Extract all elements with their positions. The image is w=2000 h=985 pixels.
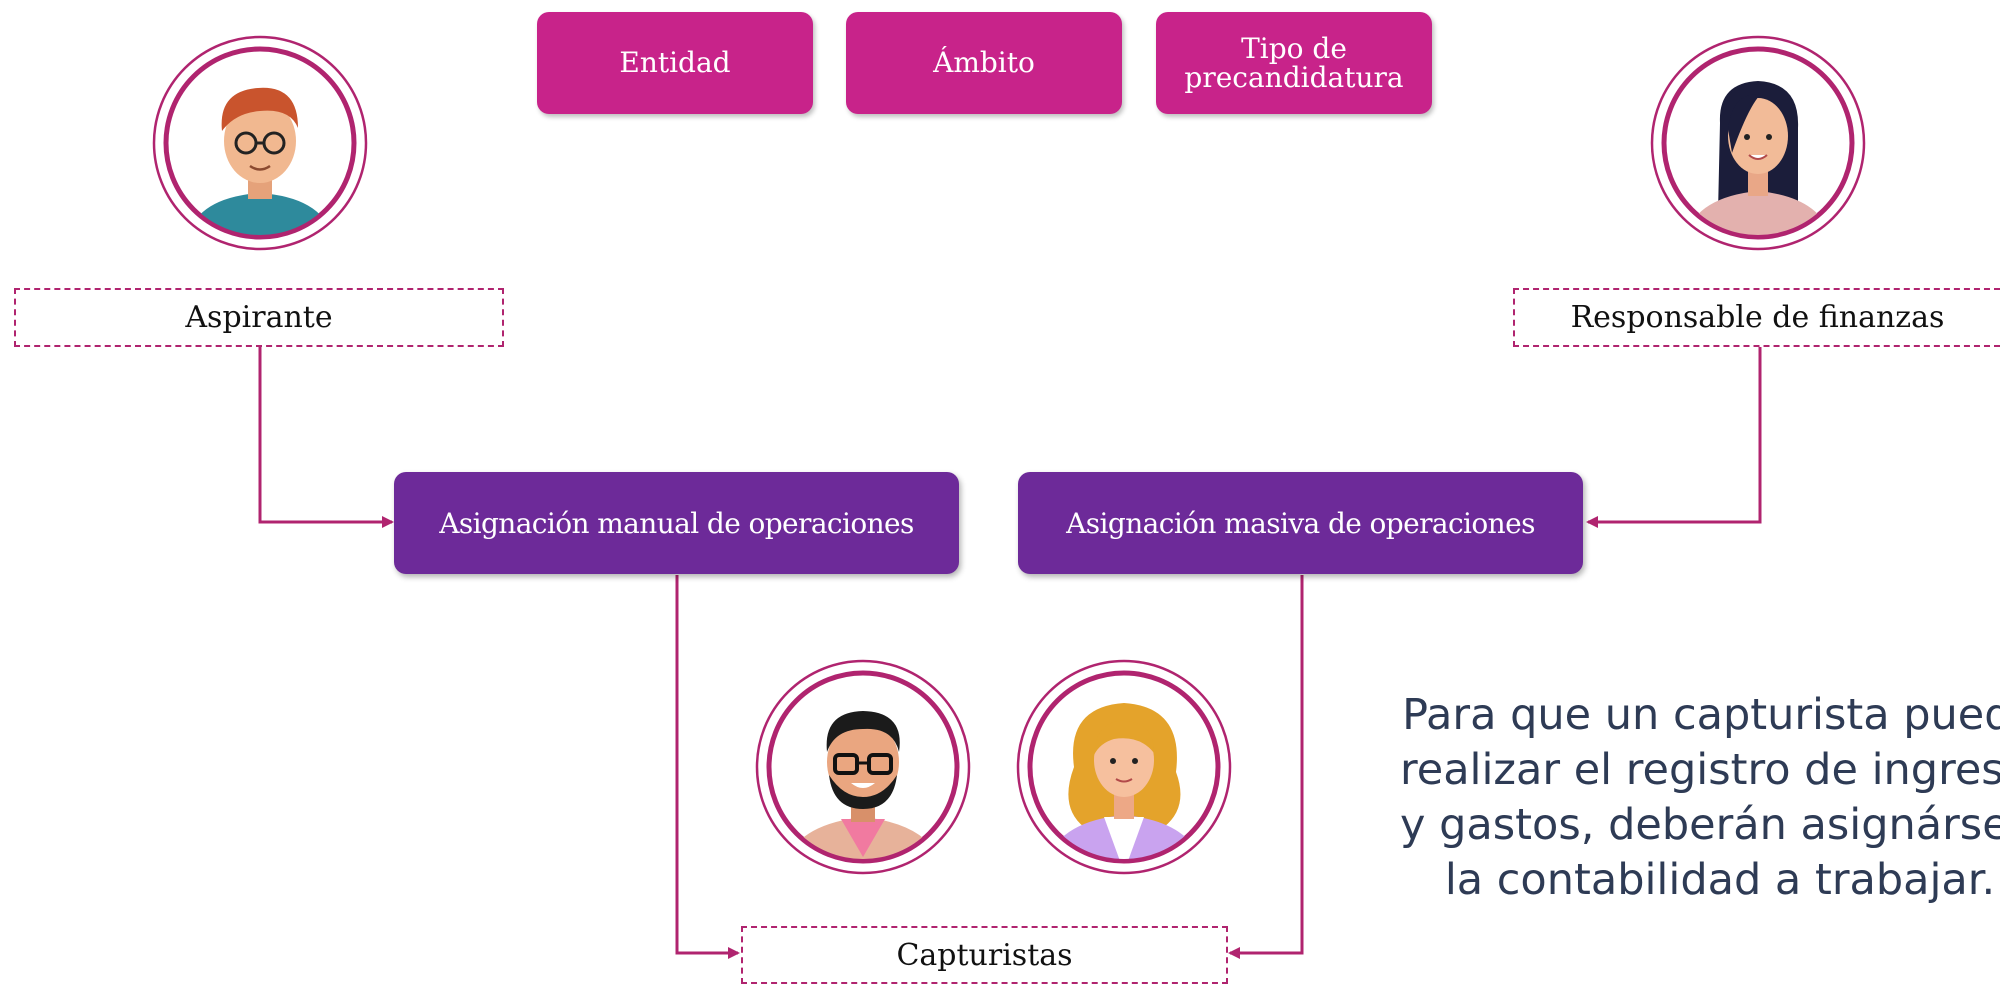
asignacion-manual-box: Asignación manual de operaciones [394,472,959,574]
asignacion-masiva-label: Asignación masiva de operaciones [1066,506,1535,540]
tipo-precandidatura-box: Tipo de precandidatura [1156,12,1432,114]
ambito-box: Ámbito [846,12,1122,114]
entidad-box: Entidad [537,12,813,114]
asignacion-manual-label: Asignación manual de operaciones [439,506,914,540]
explanatory-note: Para que un capturista pueda realizar el… [1400,688,2000,908]
capturista-woman-icon [1016,659,1232,875]
masiva-to-capturistas-line [1228,575,1304,959]
aspirante-to-manual-line [258,346,394,528]
note-line-4: la contabilidad a trabajar. [1444,855,1996,905]
note-line-2: realizar el registro de ingresos [1400,745,2000,795]
asignacion-masiva-box: Asignación masiva de operaciones [1018,472,1583,574]
capturistas-box: Capturistas [741,926,1228,984]
capturistas-label: Capturistas [896,937,1073,973]
aspirante-box: Aspirante [14,288,504,347]
tipo-label-line2: precandidatura [1184,61,1404,94]
capturista-man-icon [755,659,971,875]
manual-to-capturistas-line [675,575,740,959]
responsable-to-masiva-line [1586,346,1762,528]
note-line-1: Para que un capturista pueda [1402,690,2000,740]
note-line-3: y gastos, deberán asignársele [1400,800,2000,850]
entidad-label: Entidad [619,46,731,80]
woman-avatar-icon [1650,35,1866,251]
aspirante-label: Aspirante [185,300,333,335]
tipo-label-line1: Tipo de [1241,31,1347,65]
responsable-label: Responsable de finanzas [1570,300,1945,335]
ambito-label: Ámbito [933,46,1035,80]
man-avatar-icon [152,35,368,251]
responsable-finanzas-box: Responsable de finanzas [1513,288,2000,347]
